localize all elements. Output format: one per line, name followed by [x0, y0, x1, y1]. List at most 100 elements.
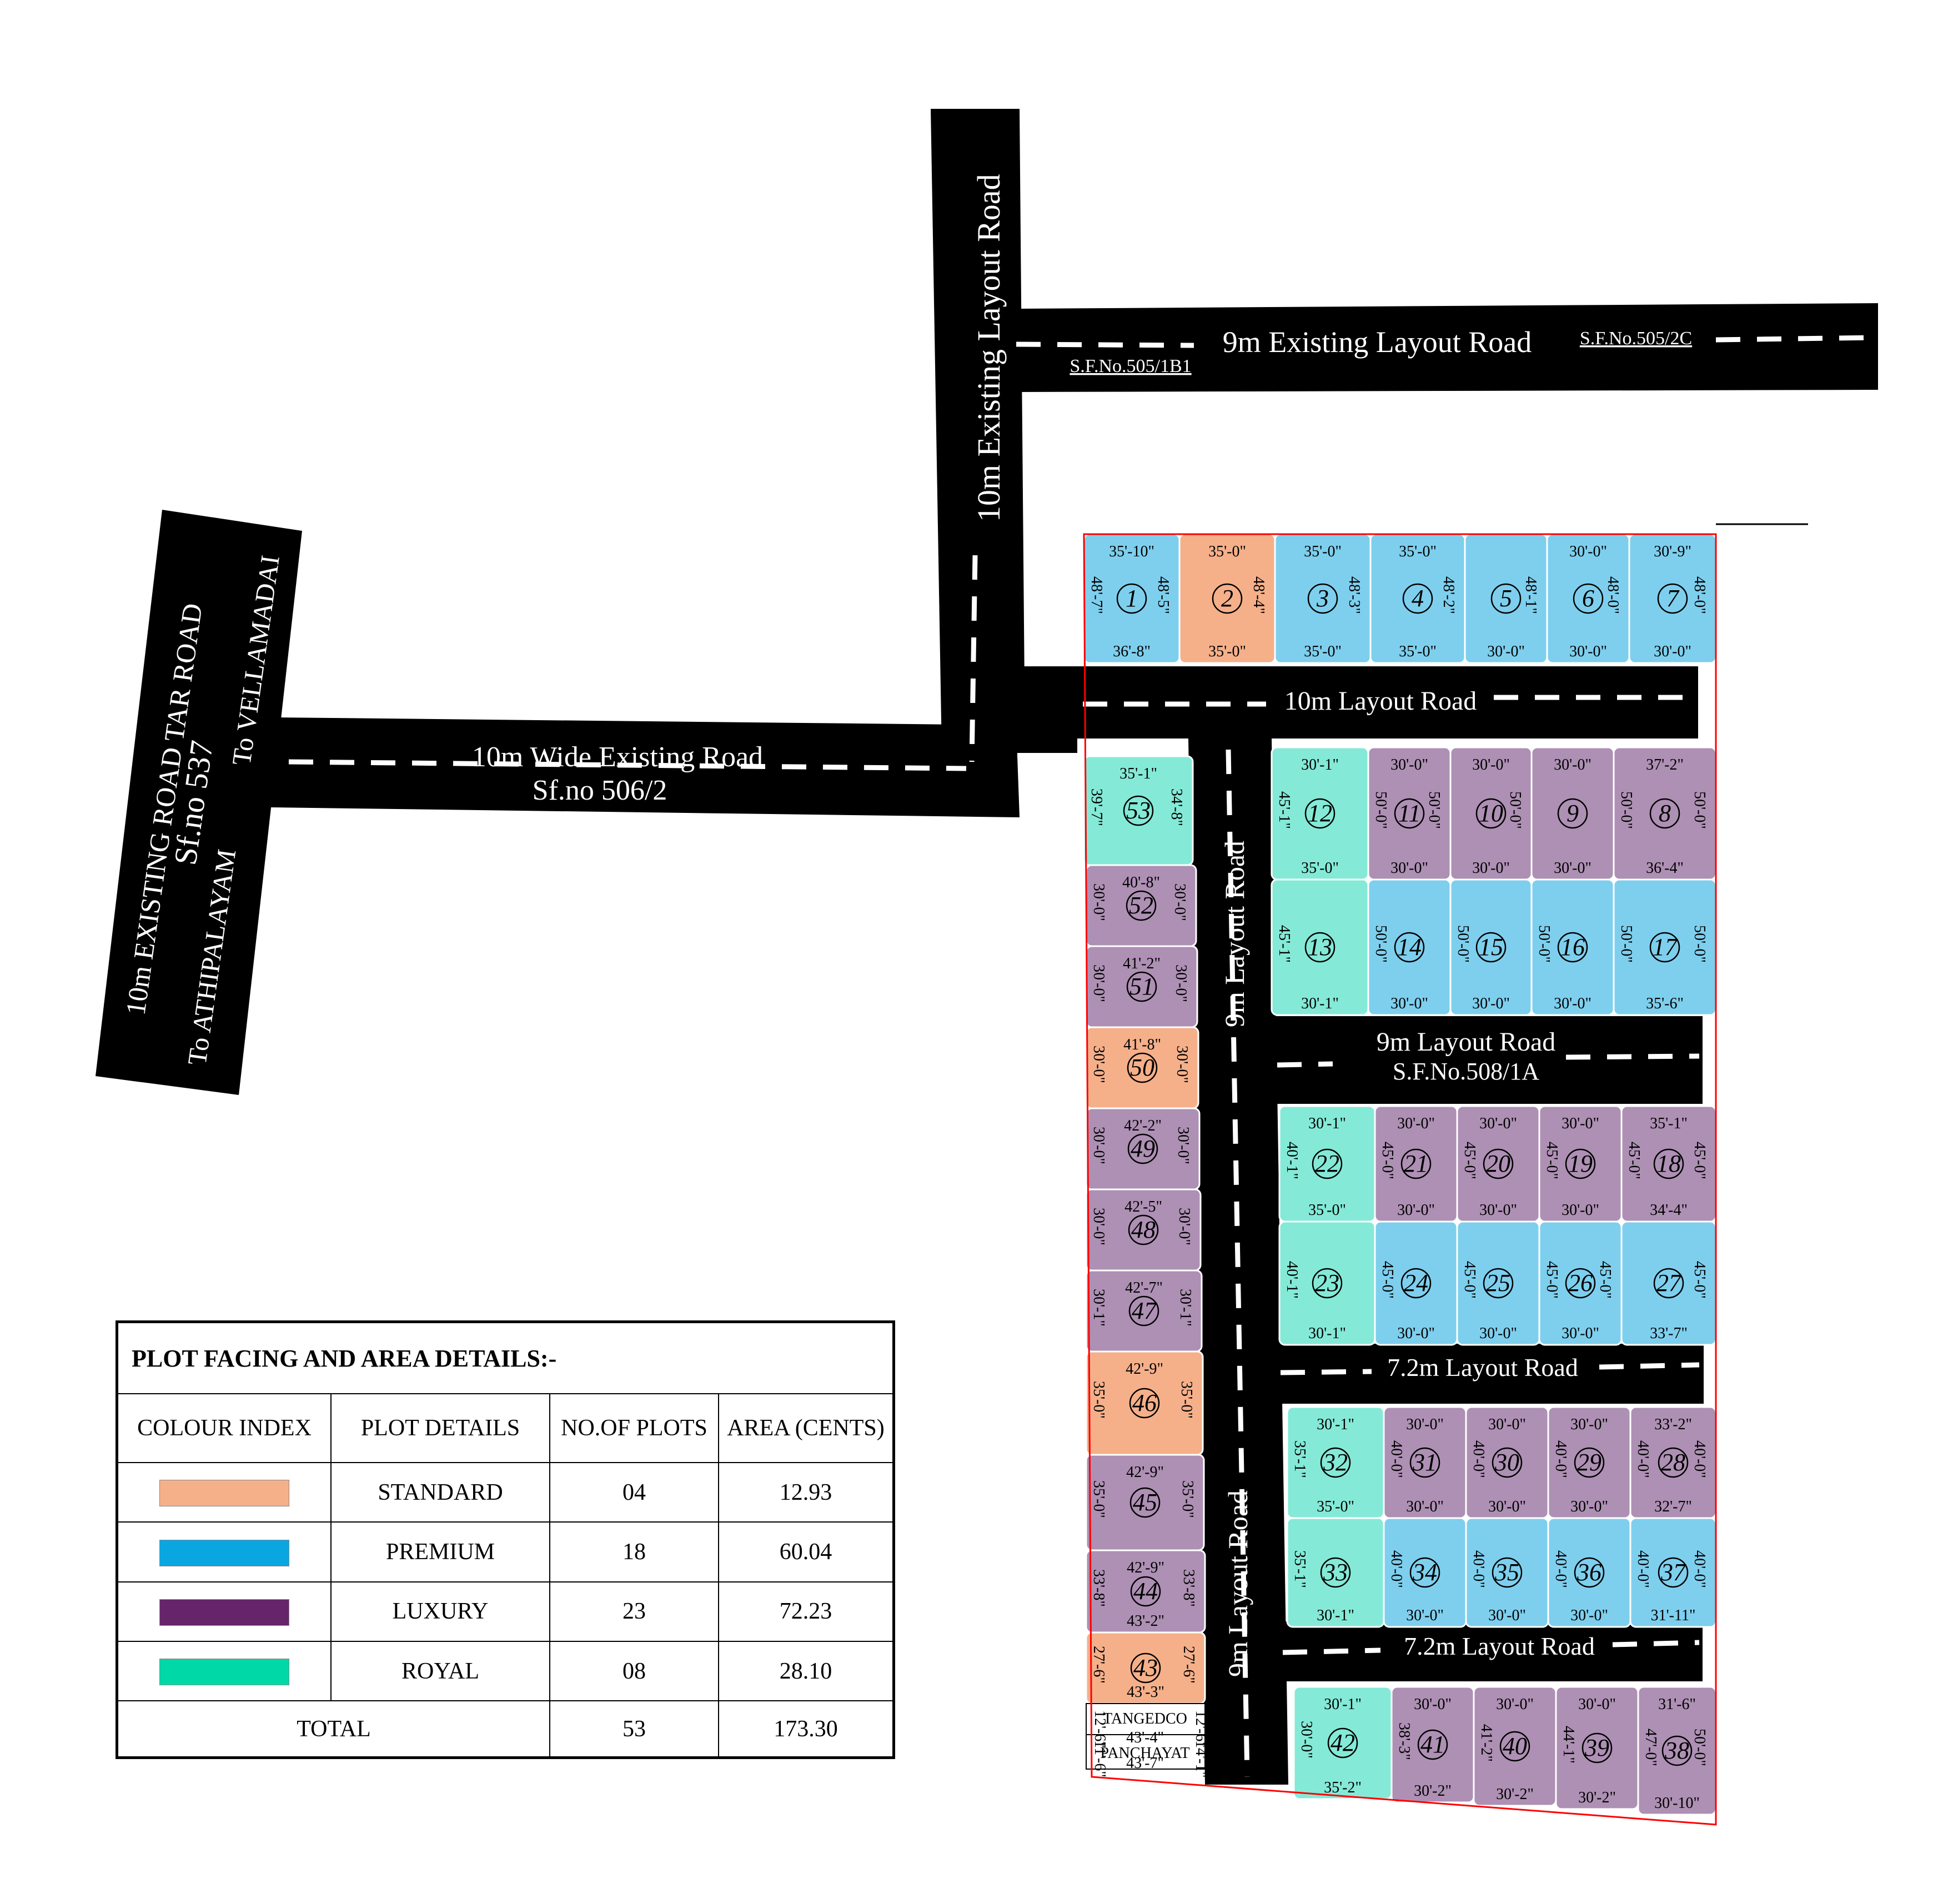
- plot-number: 10: [1479, 800, 1503, 827]
- plot-number-circle: [1483, 1148, 1514, 1179]
- plot-dim-bottom: 30'-2": [1414, 1782, 1452, 1800]
- legend-row-royal: ROYAL 08 28.10: [117, 1641, 893, 1702]
- plot-dim-top: 30'-0": [1570, 1416, 1608, 1433]
- plot-dim-bottom: 30'-0": [1488, 1607, 1526, 1624]
- legend-header-colour: COLOUR INDEX: [117, 1393, 332, 1463]
- legend-count: 18: [549, 1521, 719, 1583]
- plot-number: 44: [1133, 1578, 1158, 1605]
- plot-6[interactable]: 630'-0"30'-0"48'-0": [1546, 533, 1630, 664]
- plot-dim-top: 35'-1": [1119, 765, 1157, 782]
- plot-dim-bottom: 30'-1": [1301, 995, 1339, 1012]
- plot-number-circle: [1400, 1268, 1432, 1299]
- plot-dim-top: 30'-0": [1390, 756, 1428, 773]
- plot-3[interactable]: 335'-0"35'-0"48'-3": [1274, 533, 1372, 664]
- legend-title: PLOT FACING AND AREA DETAILS:-: [117, 1322, 893, 1394]
- plot-1[interactable]: 135'-10"36'-8"48'-7"48'-5": [1083, 533, 1181, 664]
- plot-4[interactable]: 435'-0"35'-0"48'-2": [1369, 533, 1466, 664]
- plot-number: 49: [1131, 1135, 1155, 1162]
- layout-72-a-label: 7.2m Layout Road: [1387, 1353, 1578, 1381]
- standard-swatch: [159, 1480, 289, 1507]
- plot-8[interactable]: 837'-2"36'-4"50'-0"50'-0": [1613, 746, 1717, 881]
- plot-number: 17: [1653, 933, 1678, 961]
- layout-9m-road-middle: [1272, 1016, 1703, 1104]
- plot-dim-right: 48'-3": [1345, 576, 1363, 614]
- plot-dim-bottom: 43'-2": [1127, 1612, 1164, 1630]
- plot-dim-bottom: 30'-0": [1406, 1498, 1444, 1515]
- plot-2[interactable]: 235'-0"35'-0"48'-4": [1178, 533, 1276, 664]
- plot-number-circle: [1130, 1576, 1161, 1607]
- plot-dim-top: 42'-9": [1126, 1464, 1164, 1481]
- plot-dim-bottom: 30'-0": [1397, 1202, 1435, 1219]
- plot-dim-top: 30'-0": [1562, 1115, 1599, 1132]
- plot-number-circle: [1320, 1557, 1351, 1588]
- legend-name: ROYAL: [330, 1641, 550, 1702]
- plot-dim-top: 30'-0": [1554, 756, 1591, 773]
- plot-dim-left: 40'-0": [1634, 1440, 1651, 1478]
- plot-7[interactable]: 730'-9"30'-0"48'-0": [1628, 533, 1717, 664]
- plot-shape[interactable]: [1293, 1686, 1393, 1800]
- plot-dim-top: 42'-7": [1125, 1279, 1163, 1297]
- plot-number-circle: [1126, 890, 1157, 921]
- plot-5[interactable]: 530'-0"48'-1": [1464, 533, 1548, 664]
- plot-number-circle: [1661, 1735, 1693, 1766]
- plot-dim-top: 37'-2": [1646, 756, 1684, 773]
- plot-number-circle: [1127, 1052, 1158, 1083]
- wide-existing-road: [271, 717, 1020, 817]
- plot-dim-right: 45'-0": [1596, 1261, 1614, 1299]
- plot-9[interactable]: 930'-0"30'-0": [1530, 746, 1615, 881]
- legend-row-total: TOTAL 53 173.30: [117, 1700, 893, 1757]
- plot-dim-left: 38'-3": [1395, 1722, 1413, 1760]
- plot-dim-bottom: 30'-1": [1317, 1607, 1354, 1624]
- plot-dim-bottom: 30'-0": [1570, 1498, 1608, 1515]
- plot-dim-top: 42'-9": [1126, 1360, 1163, 1378]
- plot-shape[interactable]: [1083, 755, 1194, 866]
- plot-dim-top: 30'-0": [1569, 543, 1607, 560]
- plot-dim-top: 30'-1": [1324, 1696, 1362, 1713]
- plot-dim-bottom: 30'-1": [1308, 1325, 1346, 1342]
